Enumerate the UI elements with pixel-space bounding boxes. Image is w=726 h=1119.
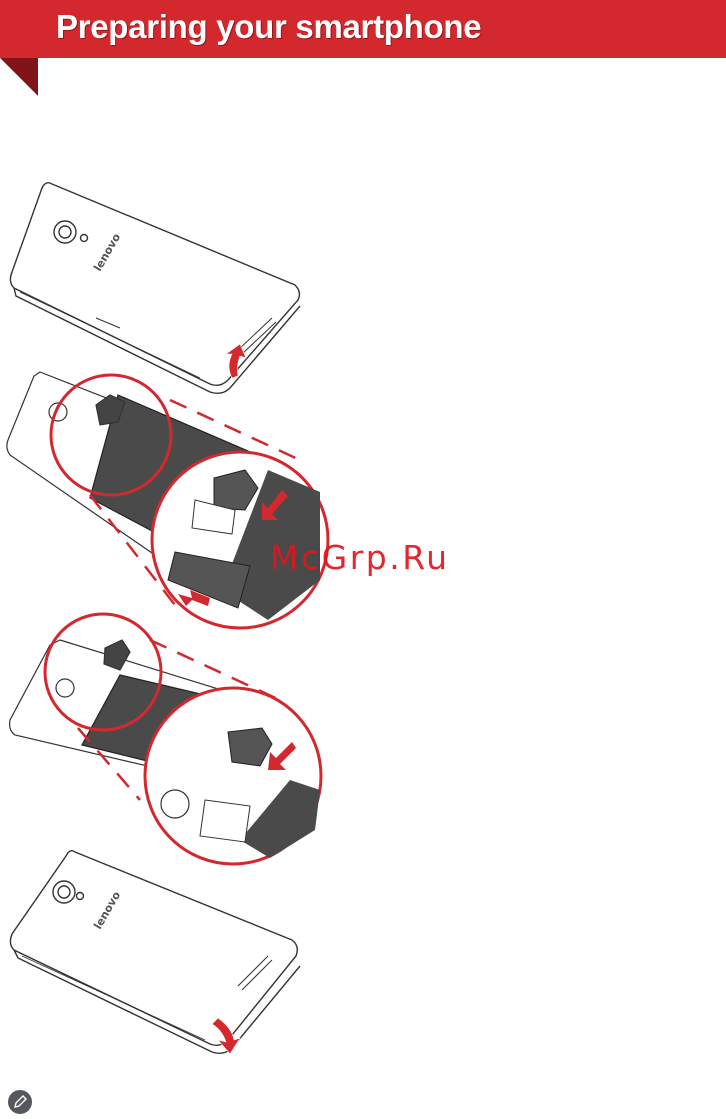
pencil-icon	[8, 1090, 32, 1114]
phone-back-cover-close-icon	[10, 851, 300, 1054]
watermark-text: McGrp.Ru	[270, 538, 450, 577]
